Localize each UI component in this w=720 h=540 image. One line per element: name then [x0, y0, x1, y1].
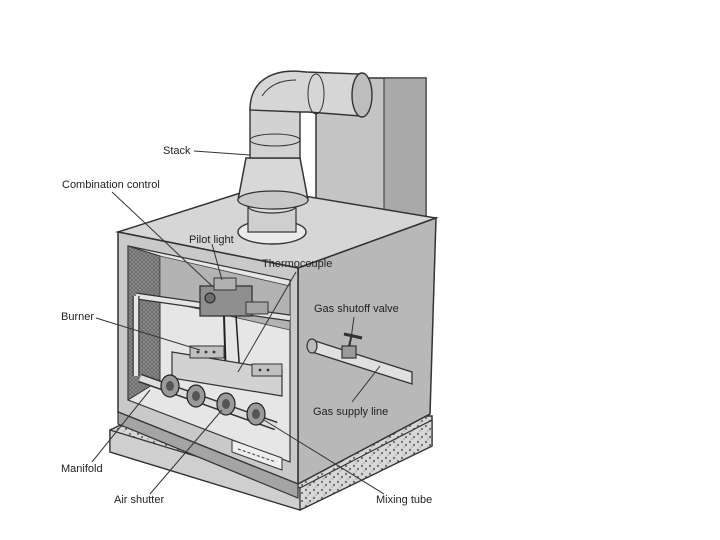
label-thermocouple: Thermocouple — [262, 258, 332, 271]
stack-elbow — [250, 71, 360, 116]
label-mixing-tube: Mixing tube — [376, 494, 432, 507]
label-manifold: Manifold — [61, 463, 103, 476]
label-combination-control: Combination control — [62, 179, 160, 192]
label-stack: Stack — [163, 145, 191, 158]
label-gas-supply-line: Gas supply line — [313, 406, 388, 419]
gas-shutoff-valve — [342, 346, 356, 358]
label-gas-shutoff-valve: Gas shutoff valve — [314, 303, 399, 316]
label-pilot-light: Pilot light — [189, 234, 234, 247]
label-air-shutter: Air shutter — [114, 494, 164, 507]
stack-pipe — [250, 108, 300, 158]
label-burner: Burner — [61, 311, 94, 324]
